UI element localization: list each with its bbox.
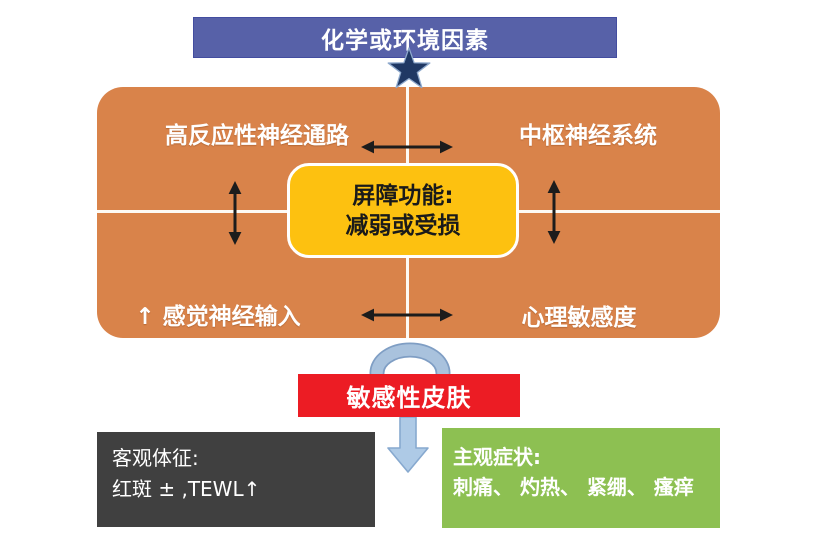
factor-matrix: 高反应性神经通路 中枢神经系统 ↑ 感觉神经输入 心理敏感度 屏障功能: [97,87,720,338]
barrier-function-box: 屏障功能: 减弱或受损 [287,163,519,258]
quadrant-label-hyperreactive-pathways: 高反应性神经通路 [165,123,349,149]
bidirectional-arrow-horizontal-bottom-icon [361,308,453,322]
subjective-symptoms-line1: 主观症状: [453,445,541,469]
sensitive-skin-label: 敏感性皮肤 [346,384,472,412]
bidirectional-arrow-vertical-right-icon [547,180,561,244]
objective-signs-line1: 客观体征: [112,446,199,470]
arc-connector-icon [369,342,451,381]
bidirectional-arrow-horizontal-top-icon [361,140,453,154]
down-arrow-icon [387,417,429,473]
star-icon [387,47,431,89]
quadrant-label-psychological-sensitivity: 心理敏感度 [521,305,637,331]
bidirectional-arrow-vertical-left-icon [228,181,242,245]
barrier-function-line1: 屏障功能: [352,182,454,209]
quadrant-label-central-nervous-system: 中枢神经系统 [519,123,657,149]
barrier-function-line2: 减弱或受损 [345,212,461,239]
objective-signs-box: 客观体征: 红斑 ± ,TEWL↑ [97,432,375,527]
subjective-symptoms-box: 主观症状: 刺痛、 灼热、 紧绷、 瘙痒 [442,428,720,528]
quadrant-label-sensory-nerve-input: ↑ 感觉神经输入 [135,304,301,330]
top-banner-label: 化学或环境因素 [321,27,489,54]
sensitive-skin-box: 敏感性皮肤 [298,374,520,417]
subjective-symptoms-line2: 刺痛、 灼热、 紧绷、 瘙痒 [453,475,694,499]
objective-signs-line2: 红斑 ± ,TEWL↑ [112,477,261,501]
top-banner: 化学或环境因素 [193,17,617,58]
